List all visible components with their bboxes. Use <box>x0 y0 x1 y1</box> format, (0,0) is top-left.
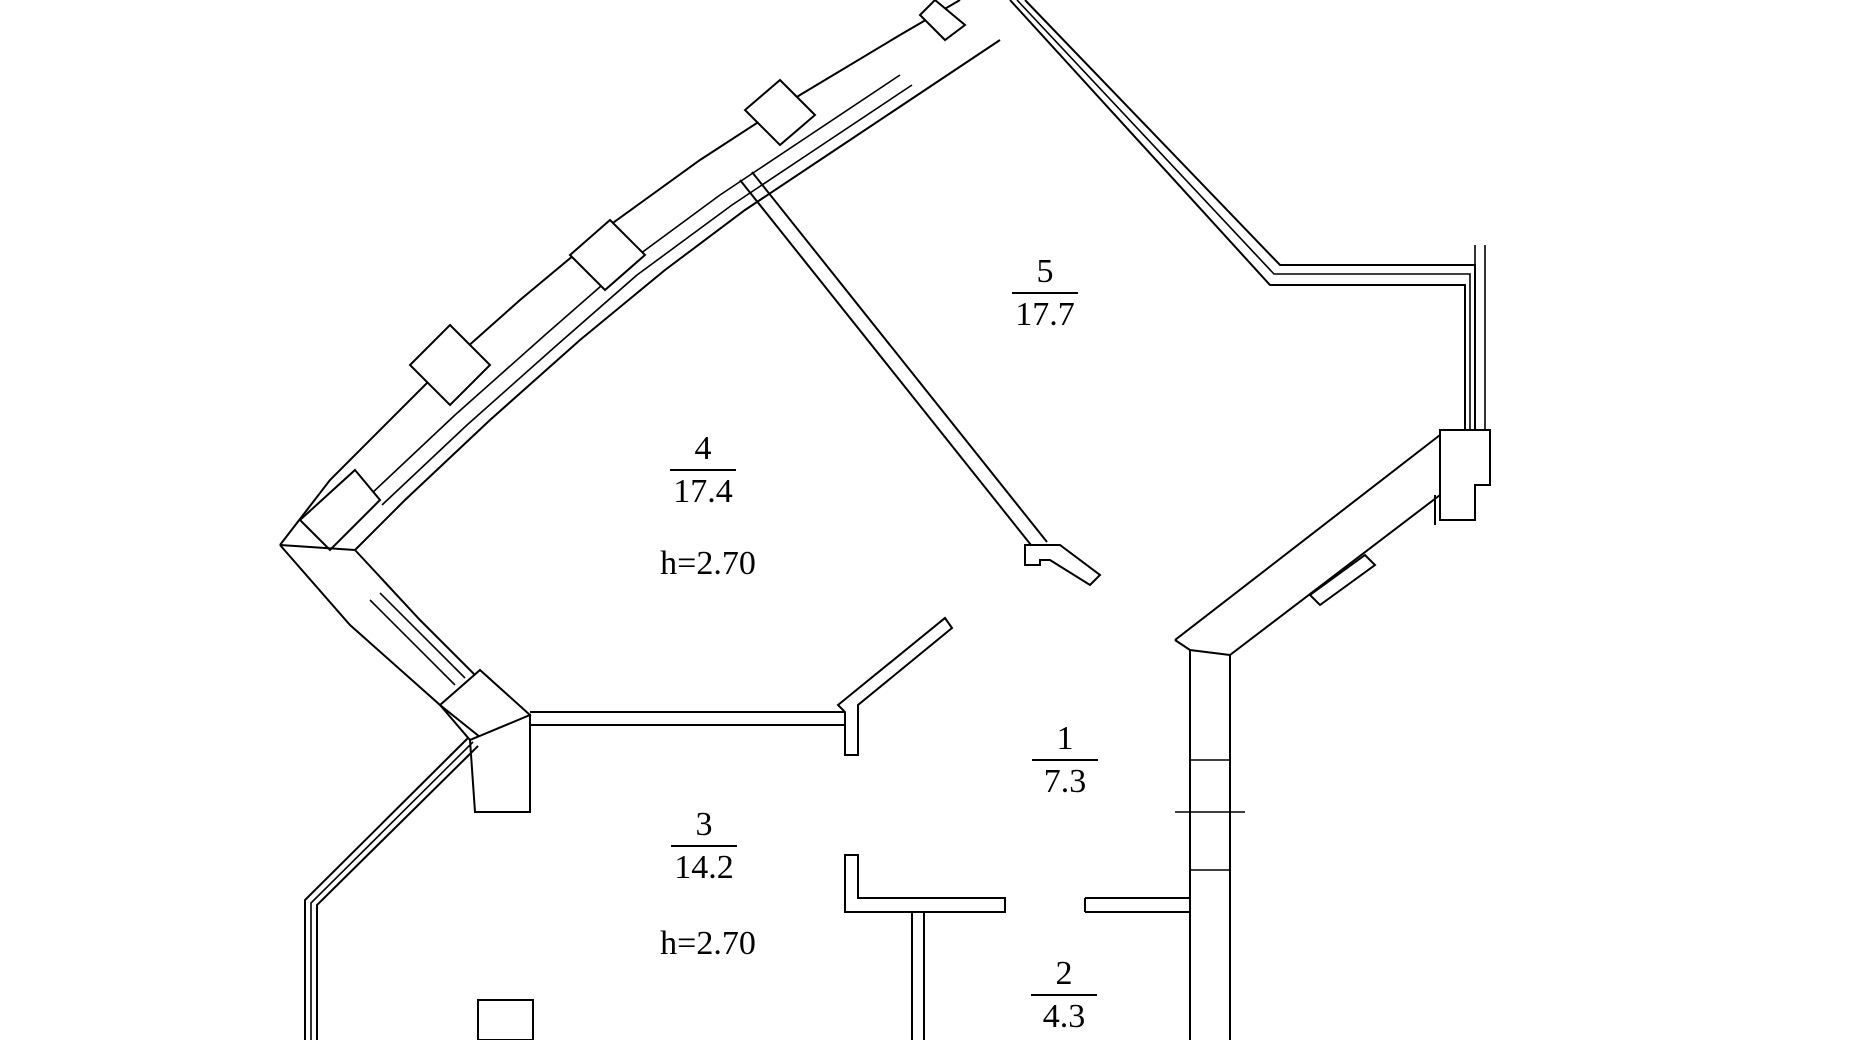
room3-outer-wall <box>304 737 479 1040</box>
room-number: 4 <box>670 432 736 471</box>
room-area: 17.4 <box>673 473 733 510</box>
room-height-3: h=2.70 <box>660 925 756 962</box>
room-height-4: h=2.70 <box>660 545 756 582</box>
wall-pier <box>918 0 967 42</box>
wall-pier <box>408 323 492 407</box>
partition-4-5 <box>739 171 1102 587</box>
room-label-1: 1 7.3 <box>1032 722 1098 799</box>
wall-pier <box>568 218 647 292</box>
wall-pier <box>298 468 382 552</box>
room-label-5: 5 17.7 <box>1012 255 1078 332</box>
corridor-wall-right <box>1174 434 1441 656</box>
room-number: 3 <box>671 808 737 847</box>
room-area: 14.2 <box>674 849 734 886</box>
wall-pier <box>1439 429 1491 521</box>
room-area: 7.3 <box>1043 763 1087 800</box>
door-stub <box>836 616 954 756</box>
room-label-4: 4 17.4 <box>670 432 736 509</box>
right-vertical-wall <box>1175 650 1245 1040</box>
partition-3-4 <box>530 616 954 756</box>
wall-segment <box>844 854 1006 913</box>
outer-wall-right <box>1009 0 1491 521</box>
room-number: 5 <box>1012 255 1078 294</box>
outer-wall-curved <box>279 0 1001 747</box>
room-number: 2 <box>1031 957 1097 996</box>
room-label-3: 3 14.2 <box>671 808 737 885</box>
column-stub <box>477 999 534 1040</box>
room-area: 4.3 <box>1042 998 1086 1035</box>
room3-pier <box>468 713 531 813</box>
room-label-2: 2 4.3 <box>1031 957 1097 1034</box>
partition-2-3 <box>844 854 1190 1040</box>
wall-pier <box>743 78 817 147</box>
door-stub <box>1024 544 1102 587</box>
room-number: 1 <box>1032 722 1098 761</box>
vent-block <box>1308 553 1377 607</box>
wall-pier <box>468 713 531 813</box>
room-area: 17.7 <box>1015 296 1075 333</box>
